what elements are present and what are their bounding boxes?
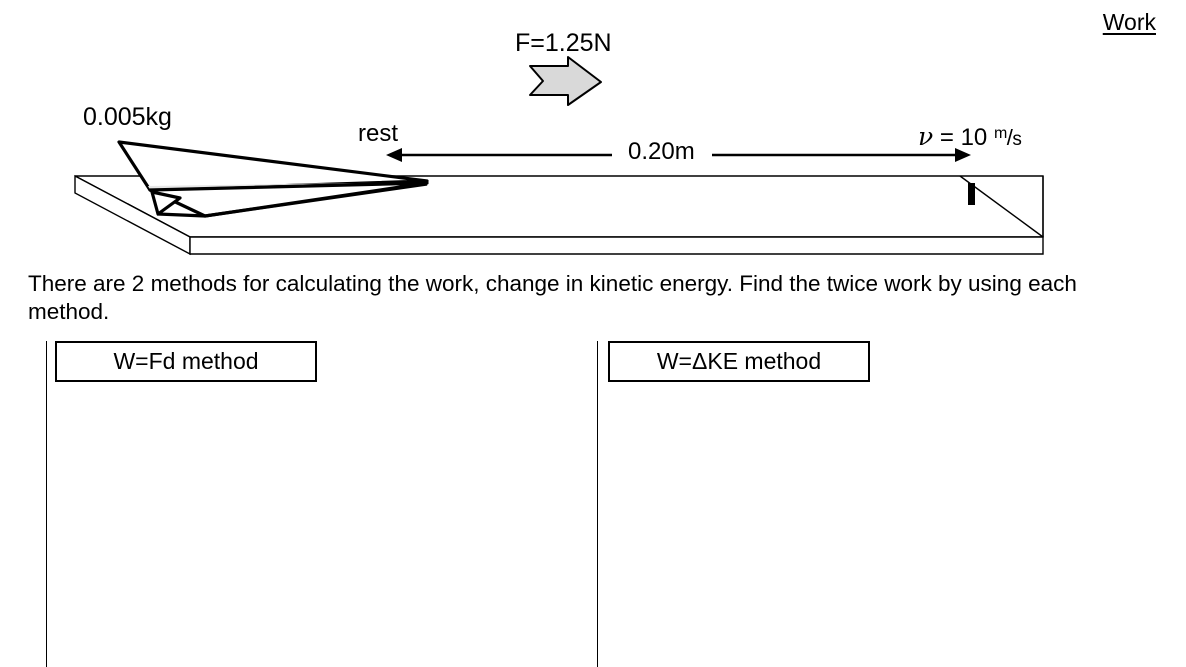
method-box-fd: W=Fd method bbox=[55, 341, 317, 382]
mass-label: 0.005kg bbox=[83, 103, 172, 131]
block-arrow-right-icon bbox=[529, 56, 602, 106]
physics-diagram bbox=[74, 56, 1044, 256]
rest-label: rest bbox=[358, 120, 399, 147]
prompt-text: There are 2 methods for calculating the … bbox=[28, 271, 1077, 324]
method-column-divider-left bbox=[46, 341, 47, 667]
velocity-equals: = bbox=[939, 124, 954, 151]
paper-airplane-icon bbox=[117, 140, 429, 218]
distance-label: 0.20m bbox=[628, 138, 695, 165]
force-label: F=1.25N bbox=[515, 29, 612, 57]
velocity-unit-numerator: m bbox=[993, 125, 1007, 142]
velocity-unit-slash: / bbox=[1006, 125, 1013, 150]
velocity-label: ν = 10 m/s bbox=[918, 120, 1022, 153]
double-headed-arrow-icon bbox=[386, 148, 971, 162]
page-title: Work bbox=[1102, 9, 1156, 35]
method-box-ke: W=ΔKE method bbox=[608, 341, 870, 382]
velocity-unit: m/s bbox=[993, 120, 1022, 153]
velocity-value: 10 bbox=[960, 124, 988, 151]
velocity-symbol: ν bbox=[918, 122, 934, 151]
method-column-divider-right bbox=[597, 341, 598, 667]
velocity-unit-denominator: s bbox=[1012, 129, 1022, 150]
tick-marker-icon bbox=[968, 183, 975, 205]
